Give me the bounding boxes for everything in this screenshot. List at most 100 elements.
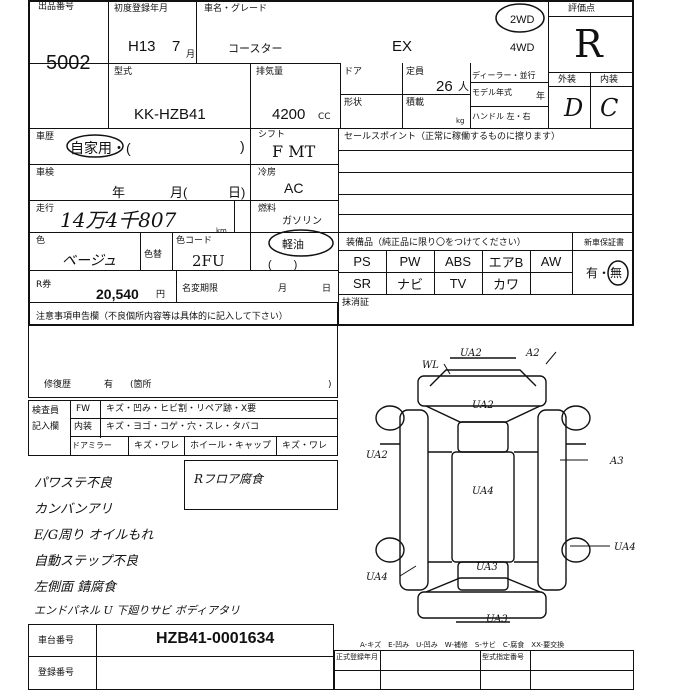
divider <box>548 0 549 128</box>
interior-label: 内装 <box>600 75 619 85</box>
model-name: コースター <box>228 43 283 55</box>
registration-era: H13 <box>128 38 156 55</box>
side-note: Rフロア腐食 <box>194 472 264 486</box>
color-change-label: 色替 <box>144 250 163 260</box>
divider <box>234 200 235 232</box>
registration-month-unit: 月 <box>186 50 196 60</box>
rating-value: R <box>574 22 603 66</box>
damage-mark: UA2 <box>366 450 388 461</box>
divider <box>276 436 277 456</box>
divider <box>338 232 339 326</box>
color-value: ベージュ <box>62 253 117 269</box>
divider <box>530 250 531 294</box>
model-label: 車名・グレード <box>204 4 268 14</box>
drive-4wd: 4WD <box>510 42 535 54</box>
divider <box>386 250 387 294</box>
color-label: 色 <box>36 236 46 246</box>
repair-label: 修復歴 <box>44 380 72 390</box>
divider <box>28 270 338 271</box>
divider <box>28 656 334 657</box>
divider <box>572 232 573 294</box>
divider <box>338 214 634 215</box>
damage-mark: A3 <box>609 456 624 467</box>
divider <box>340 94 470 95</box>
divider <box>340 63 341 128</box>
handwritten-note: カンバンアリ <box>34 502 113 517</box>
fuel-other: ( ) <box>268 259 298 271</box>
divider <box>70 418 338 419</box>
divider <box>470 106 548 107</box>
divider <box>70 436 338 437</box>
chassis-value: HZB41-0001634 <box>156 630 275 647</box>
handwritten-note: E/G周り オイルもれ <box>34 528 154 543</box>
equipment-aw: AW <box>540 253 562 269</box>
rating-label: 評価点 <box>568 4 596 14</box>
ac-label: 冷房 <box>258 168 277 178</box>
name-change-label: 名変期限 <box>182 284 219 294</box>
entry-label: 記入欄 <box>32 422 60 432</box>
color-code-label: 色コード <box>176 236 213 246</box>
equipment-navi: ナビ <box>396 276 423 292</box>
damage-mark: UA2 <box>460 348 482 359</box>
grade: EX <box>392 38 413 55</box>
type-designation-label: 型式指定番号 <box>482 653 524 661</box>
check-fw-label: FW <box>76 404 91 414</box>
inspection-year: 年 <box>112 185 126 200</box>
capacity-unit: 人 <box>458 80 469 93</box>
divider <box>140 232 141 270</box>
cc-label: 排気量 <box>256 67 284 77</box>
equipment-leather: カワ <box>492 276 519 292</box>
vehicle-diagram: WL UA2 A2 UA2 UA2 A3 UA4 UA4 UA4 UA3 UA3 <box>366 348 636 625</box>
divider <box>402 63 403 128</box>
equipment-ps: PS <box>353 253 371 269</box>
recycle-unit: 円 <box>156 290 166 300</box>
shape-label: 形状 <box>344 98 363 108</box>
sales-point-label: セールスポイント（正常に稼働するものに擦ります） <box>344 132 561 142</box>
drive-2wd: 2WD <box>510 14 535 26</box>
divider <box>470 63 471 128</box>
checks-box <box>28 400 338 456</box>
shift-label: シフト <box>258 130 286 140</box>
divider <box>338 250 634 251</box>
inspection-month: 月( <box>170 185 188 200</box>
damage-mark: WL <box>422 360 439 371</box>
divider <box>108 0 109 128</box>
divider <box>590 72 591 128</box>
divider <box>482 250 483 294</box>
check-interior-options: キズ・ヨゴ・コゲ・穴・スレ・タバコ <box>106 422 260 432</box>
notes-label: 注意事項申告欄（不良個所内容等は具体的に記入して下さい） <box>36 312 288 322</box>
equipment-airbag: エアB <box>488 254 524 270</box>
check-wheel-options: キズ・ワレ <box>282 441 328 451</box>
interior-value: C <box>600 94 619 122</box>
divider <box>172 232 173 270</box>
divider <box>250 128 251 232</box>
handwritten-note: エンドパネル U 下廻りサビ ボディアタリ <box>34 604 240 617</box>
notes-box <box>28 302 338 398</box>
drive-circle-icon <box>495 3 545 33</box>
divider <box>250 63 251 128</box>
recycle-label: R券 <box>36 280 52 290</box>
divider <box>338 194 634 195</box>
divider <box>128 436 129 456</box>
inspector-label: 検査員 <box>32 406 60 416</box>
cc-value: 4200 <box>272 106 306 123</box>
registration-month: 7 <box>172 38 181 55</box>
shift-value: F MT <box>272 142 316 161</box>
model-year-unit: 年 <box>536 92 546 102</box>
model-year-label: モデル年式 <box>472 88 512 97</box>
divider <box>434 250 435 294</box>
divider <box>108 128 634 129</box>
mileage-unit: km <box>216 227 227 235</box>
damage-mark: UA4 <box>366 572 388 583</box>
divider <box>338 172 634 173</box>
plate-label: 登録番号 <box>38 668 75 678</box>
divider <box>338 150 634 151</box>
load-unit: kg <box>456 117 465 125</box>
divider <box>176 270 177 302</box>
damage-mark: UA2 <box>472 400 494 411</box>
divider <box>196 0 197 63</box>
lot-label: 出品番号 <box>38 2 75 12</box>
warranty-circle-icon <box>607 260 629 286</box>
name-change-day: 日 <box>322 284 332 294</box>
recycle-value: 20,540 <box>96 286 139 302</box>
